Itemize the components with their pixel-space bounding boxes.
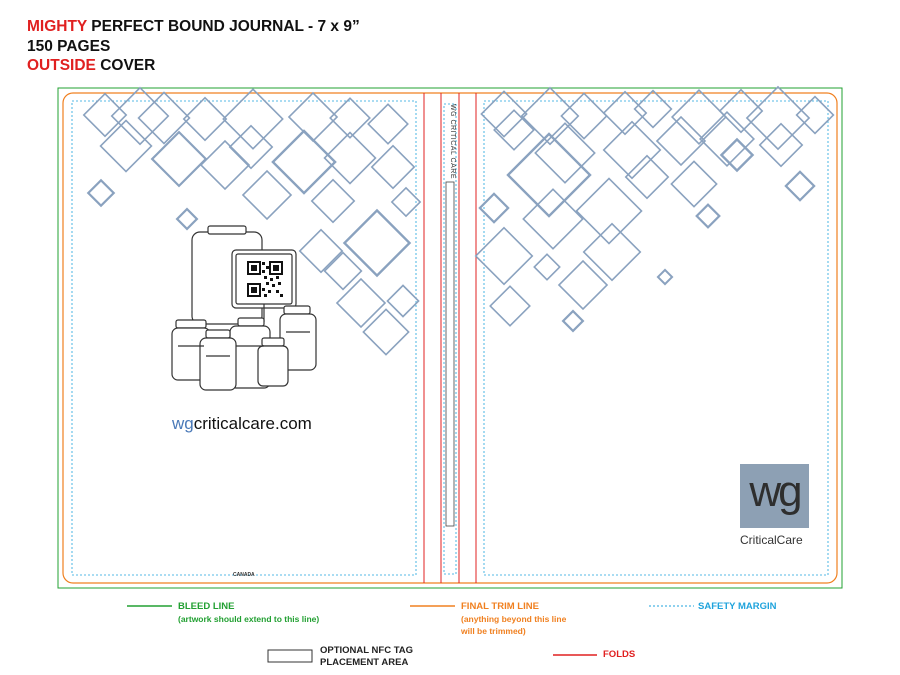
safety-legend-title: SAFETY MARGIN: [698, 601, 777, 612]
title-product-rest: PERFECT BOUND JOURNAL - 7 x 9”: [87, 18, 360, 35]
website-prefix: wg: [172, 414, 194, 433]
trim-legend-title: FINAL TRIM LINE: [461, 601, 539, 612]
title-side-word: OUTSIDE: [27, 57, 96, 74]
safety-margin-back: [71, 100, 417, 576]
back-cover-pattern: [82, 86, 422, 356]
title-line-3: OUTSIDE COVER: [27, 56, 155, 75]
title-line-1: MIGHTY PERFECT BOUND JOURNAL - 7 x 9”: [27, 17, 360, 36]
brand-logo-name: CriticalCare: [740, 533, 803, 547]
title-product-word: MIGHTY: [27, 18, 87, 35]
nfc-legend-line-2: PLACEMENT AREA: [320, 657, 409, 668]
front-cover-pattern: [474, 85, 835, 333]
bleed-line: [57, 87, 843, 589]
country-mark: CANADA: [233, 572, 255, 578]
website-domain: criticalcare.com: [193, 414, 312, 433]
folds-legend-title: FOLDS: [603, 649, 636, 660]
trim-legend-note-1: (anything beyond this line: [461, 614, 567, 624]
back-cover-website: wgcriticalcare.com: [172, 414, 312, 434]
bleed-legend-note: (artwork should extend to this line): [178, 614, 320, 624]
nfc-legend-line-1: OPTIONAL NFC TAG: [320, 645, 414, 656]
trim-legend-note-2: will be trimmed): [461, 626, 526, 636]
bleed-legend-title: BLEED LINE: [178, 601, 235, 612]
trim-line: [62, 92, 838, 584]
nfc-swatch: [267, 649, 313, 663]
safety-margin-front: [483, 100, 829, 576]
brand-logo-mark: wg: [749, 467, 802, 516]
brand-logo-box: [740, 464, 809, 528]
spine-safety-margin: [443, 103, 457, 575]
spine-nfc-box: [445, 181, 455, 527]
title-side-rest: COVER: [95, 57, 156, 74]
title-line-2: 150 PAGES: [27, 38, 111, 55]
qr-code: [247, 261, 283, 297]
